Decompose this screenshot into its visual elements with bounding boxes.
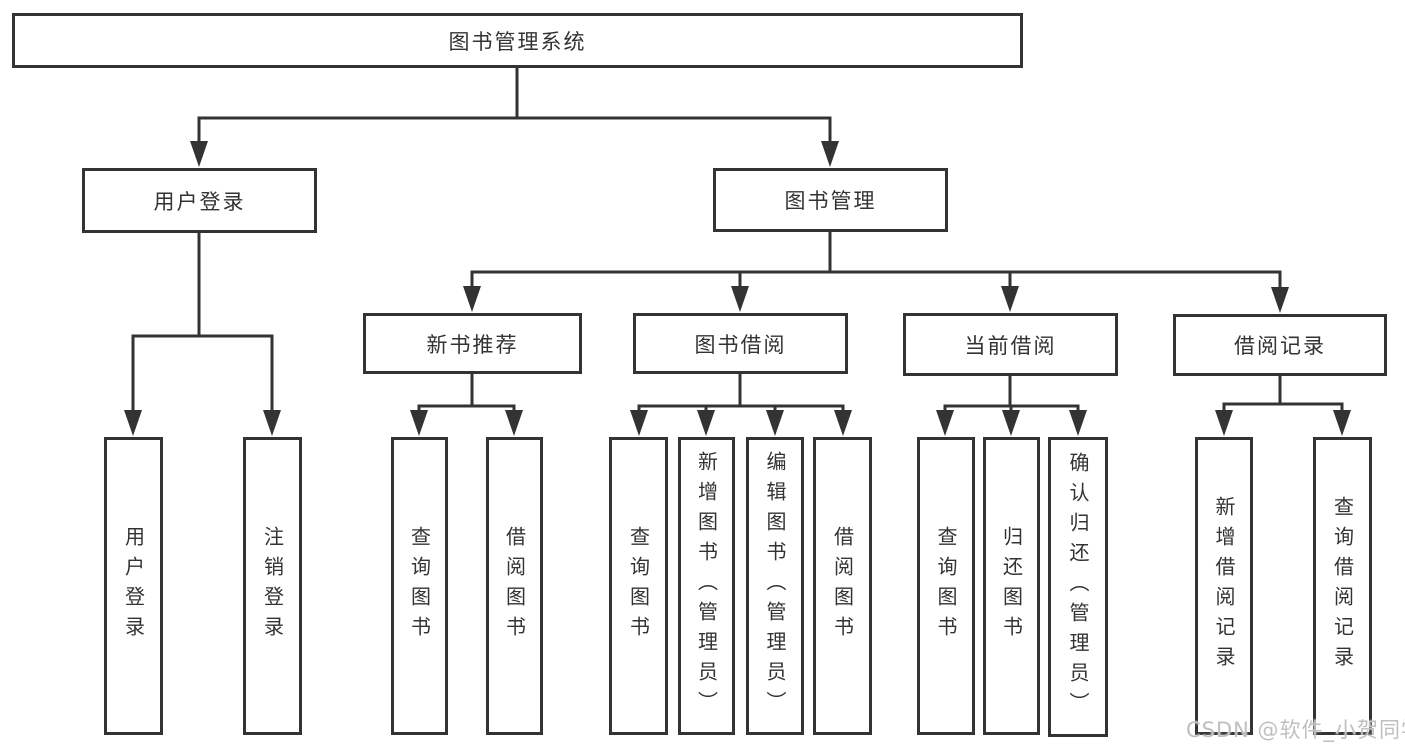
node-label-leaf-logout: 注销登录 xyxy=(260,526,285,646)
node-leaf-borrow-book-rec: 借阅图书 xyxy=(486,437,543,735)
node-current-borrow: 当前借阅 xyxy=(903,313,1118,376)
node-label-book-mgmt: 图书管理 xyxy=(784,189,877,213)
node-label-new-book-rec: 新书推荐 xyxy=(426,332,519,357)
node-label-root: 图书管理系统 xyxy=(448,29,587,54)
node-leaf-query-book-rec: 查询图书 xyxy=(391,437,448,735)
node-book-borrow: 图书借阅 xyxy=(633,313,848,374)
node-label-leaf-confirm-return: 确认归还（管理员） xyxy=(1066,452,1090,722)
node-label-leaf-add-book: 新增图书（管理员） xyxy=(694,451,719,721)
node-label-leaf-edit-book: 编辑图书（管理员） xyxy=(763,451,787,721)
watermark: CSDN @软件_小贺同学 xyxy=(1186,718,1405,742)
node-label-leaf-query-record: 查询借阅记录 xyxy=(1330,496,1355,676)
node-borrow-records: 借阅记录 xyxy=(1173,314,1387,376)
node-new-book-rec: 新书推荐 xyxy=(363,313,582,374)
node-label-leaf-add-record: 新增借阅记录 xyxy=(1212,496,1236,676)
node-leaf-edit-book: 编辑图书（管理员） xyxy=(746,437,804,735)
node-label-leaf-return-book: 归还图书 xyxy=(999,526,1024,646)
node-book-mgmt: 图书管理 xyxy=(713,168,948,232)
node-leaf-add-book: 新增图书（管理员） xyxy=(678,437,735,735)
node-label-borrow-records: 借阅记录 xyxy=(1234,334,1326,358)
node-label-leaf-query-book-rec: 查询图书 xyxy=(407,526,432,646)
node-label-leaf-user-login: 用户登录 xyxy=(121,526,146,646)
node-user-login: 用户登录 xyxy=(82,168,317,233)
node-label-leaf-borrow-book-rec: 借阅图书 xyxy=(502,526,527,646)
node-label-leaf-borrow-book-bor: 借阅图书 xyxy=(830,526,855,646)
node-leaf-confirm-return: 确认归还（管理员） xyxy=(1048,437,1108,737)
node-leaf-borrow-book-bor: 借阅图书 xyxy=(813,437,872,735)
node-label-leaf-query-book-cur: 查询图书 xyxy=(934,526,958,646)
node-leaf-user-login: 用户登录 xyxy=(104,437,163,735)
node-leaf-query-book-bor: 查询图书 xyxy=(609,437,668,735)
node-label-book-borrow: 图书借阅 xyxy=(694,332,787,357)
node-leaf-add-record: 新增借阅记录 xyxy=(1195,437,1253,735)
node-label-user-login: 用户登录 xyxy=(153,189,246,214)
node-leaf-return-book: 归还图书 xyxy=(983,437,1040,735)
node-leaf-query-book-cur: 查询图书 xyxy=(917,437,975,735)
node-leaf-logout: 注销登录 xyxy=(243,437,302,735)
node-leaf-query-record: 查询借阅记录 xyxy=(1313,437,1372,735)
node-label-current-borrow: 当前借阅 xyxy=(964,333,1057,358)
node-root: 图书管理系统 xyxy=(12,13,1023,68)
node-label-leaf-query-book-bor: 查询图书 xyxy=(626,526,651,646)
